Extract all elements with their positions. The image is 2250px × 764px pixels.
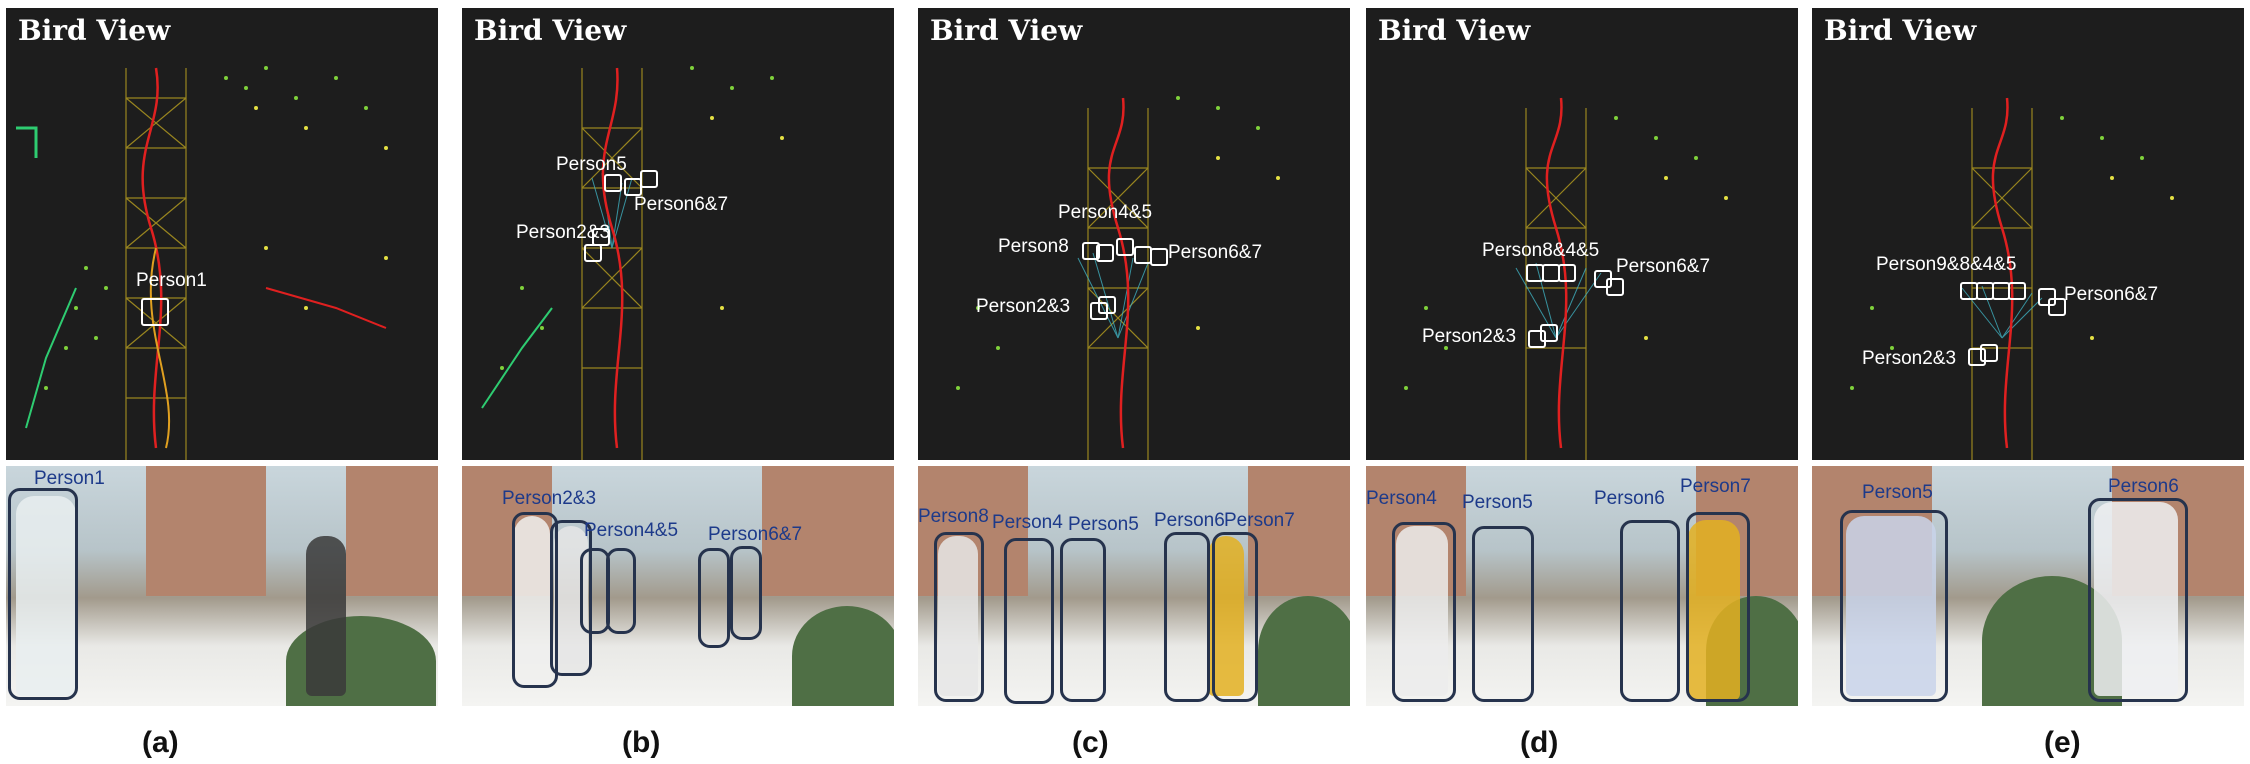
person-marker: [604, 174, 622, 192]
person-marker: [1528, 330, 1546, 348]
caption-c: (c): [1072, 726, 1109, 759]
cam-label: Person5: [1462, 492, 1533, 513]
person-box: [2088, 498, 2188, 702]
cam-label: Person6: [1594, 488, 1665, 509]
lidar-scene: [481, 66, 784, 460]
lidar-scene: [1404, 97, 1728, 460]
camera-view-c: Person8 Person4 Person5 Person6 Person7: [918, 466, 1350, 706]
person-marker: [2008, 282, 2026, 300]
bird-label: Person2&3: [516, 222, 611, 243]
person-box: [8, 488, 78, 700]
person-box: [1212, 532, 1258, 702]
bird-view-title: Bird View: [18, 14, 171, 47]
bird-view-title: Bird View: [1378, 14, 1531, 47]
lidar-scene: [1850, 97, 2174, 460]
cam-label: Person1: [34, 468, 105, 489]
cam-label: Person7: [1224, 510, 1295, 531]
cam-label: Person6&7: [708, 524, 803, 545]
bird-label: Person2&3: [1422, 326, 1517, 347]
bird-view-d: Bird View: [1366, 8, 1798, 460]
cam-label: Person6: [2108, 476, 2179, 497]
person-marker: [1968, 348, 1986, 366]
person-marker: [1116, 238, 1134, 256]
person-marker: [2038, 288, 2056, 306]
person-box: [1620, 520, 1680, 702]
person-marker: [640, 170, 658, 188]
bird-view-c: Bird View: [918, 8, 1350, 460]
camera-view-e: Person5 Person6: [1812, 466, 2244, 706]
caption-b: (b): [622, 726, 661, 759]
caption-a: (a): [142, 726, 179, 759]
person-marker: [584, 244, 602, 262]
bird-view-e: Bird View: [1812, 8, 2244, 460]
bird-label: Person9&8&4&5: [1876, 254, 2017, 275]
person-box: [1060, 538, 1106, 702]
camera-view-a: Person1: [6, 466, 438, 706]
person-box: [512, 512, 558, 688]
camera-view-d: Person4 Person5 Person6 Person7: [1366, 466, 1798, 706]
person-marker: [1606, 278, 1624, 296]
person-box: [1004, 538, 1054, 704]
cam-label: Person4: [992, 512, 1063, 533]
bird-label: Person6&7: [634, 194, 729, 215]
cam-label: Person8: [918, 506, 989, 527]
person-marker: [1980, 344, 1998, 362]
person-marker: [1090, 302, 1108, 320]
bird-label: Person2&3: [1862, 348, 1957, 369]
bird-view-a: Bird View: [6, 8, 438, 460]
person-box: [1840, 510, 1948, 702]
person-marker: [141, 298, 169, 326]
cam-label: Person7: [1680, 476, 1751, 497]
bird-label: Person5: [556, 154, 627, 175]
lidar-scene: [16, 66, 388, 460]
caption-e: (e): [2044, 726, 2081, 759]
person-box: [550, 520, 592, 676]
person-marker: [2048, 298, 2066, 316]
person-box: [1392, 522, 1456, 702]
person-marker: [1096, 244, 1114, 262]
cam-label: Person5: [1862, 482, 1933, 503]
bird-view-title: Bird View: [474, 14, 627, 47]
person-box: [1686, 512, 1750, 702]
lidar-scene: [956, 96, 1280, 460]
person-box: [1164, 532, 1210, 702]
cam-label: Person4: [1366, 488, 1437, 509]
cam-label: Person2&3: [502, 488, 597, 509]
cam-label: Person4&5: [584, 520, 679, 541]
person-marker: [1540, 324, 1558, 342]
bird-label: Person1: [136, 270, 207, 291]
bird-label: Person2&3: [976, 296, 1071, 317]
person-box: [606, 548, 636, 634]
person-box: [698, 548, 730, 648]
caption-d: (d): [1520, 726, 1559, 759]
bird-view-title: Bird View: [1824, 14, 1977, 47]
bird-label: Person6&7: [1616, 256, 1711, 277]
person-box: [934, 532, 984, 702]
bird-label: Person6&7: [1168, 242, 1263, 263]
person-marker: [1082, 242, 1100, 260]
bird-label: Person6&7: [2064, 284, 2159, 305]
camera-view-b: Person2&3 Person4&5 Person6&7: [462, 466, 894, 706]
bird-label: Person8&4&5: [1482, 240, 1600, 261]
cam-label: Person6: [1154, 510, 1225, 531]
bird-label: Person8: [998, 236, 1069, 257]
bird-label: Person4&5: [1058, 202, 1153, 223]
person-box: [730, 546, 762, 640]
bird-view-title: Bird View: [930, 14, 1083, 47]
cam-label: Person5: [1068, 514, 1139, 535]
person-box: [1472, 526, 1534, 702]
person-marker: [1150, 248, 1168, 266]
bird-view-b: Bird View: [462, 8, 894, 460]
person-marker: [1558, 264, 1576, 282]
